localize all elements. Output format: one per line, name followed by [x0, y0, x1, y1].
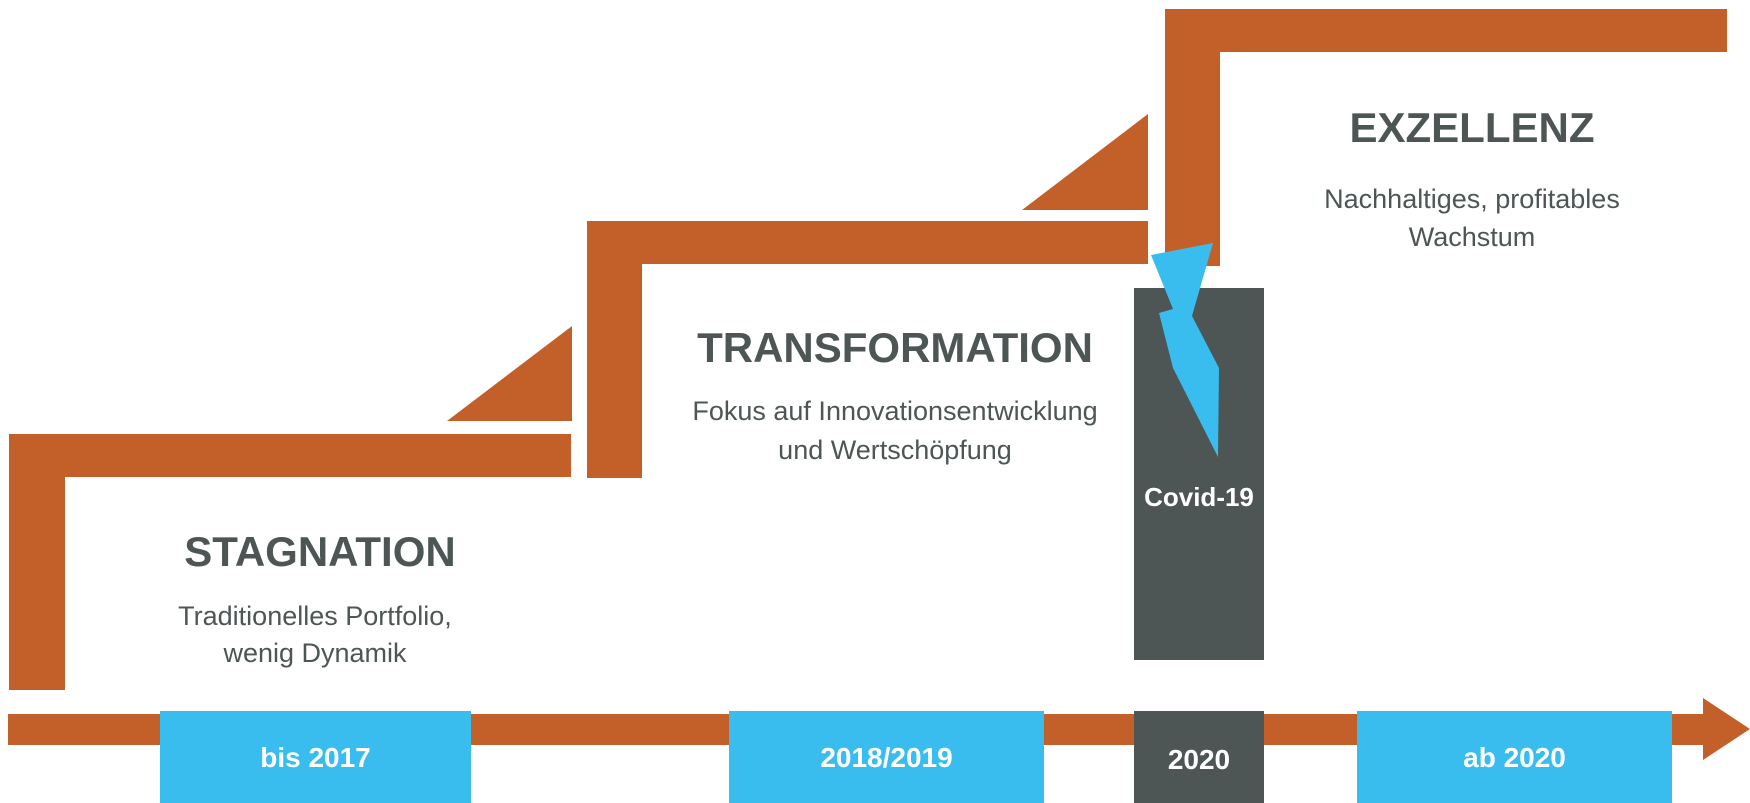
step-stagnation — [9, 434, 571, 690]
lightning-bolt-icon — [1151, 243, 1219, 457]
period-label-2020: 2020 — [1167, 744, 1231, 775]
arrow-right-icon — [1703, 698, 1750, 760]
phase-desc-stagnation-line1: Traditionelles Portfolio, — [178, 601, 452, 631]
period-box-3 — [1357, 711, 1672, 803]
step-exzellenz — [1165, 9, 1727, 266]
phase-title-exzellenz: EXZELLENZ — [1349, 104, 1595, 151]
phase-title-transformation: TRANSFORMATION — [697, 324, 1093, 371]
period-label-ab-2020: ab 2020 — [1463, 742, 1566, 773]
phase-desc-exzellenz-line1: Nachhaltiges, profitables — [1324, 184, 1620, 214]
phase-desc-stagnation-line2: wenig Dynamik — [223, 638, 407, 668]
period-box-2 — [729, 711, 1044, 803]
period-box-1 — [160, 711, 471, 803]
phase-desc-transformation-line1: Fokus auf Innovationsentwicklung — [692, 396, 1098, 426]
period-label-2018-2019: 2018/2019 — [820, 742, 953, 773]
period-box-covid — [1134, 711, 1264, 803]
step-ramp-2 — [1022, 114, 1148, 210]
phase-desc-transformation-line2: und Wertschöpfung — [778, 435, 1012, 465]
step-ramp-1 — [447, 326, 572, 421]
period-label-bis-2017: bis 2017 — [260, 742, 371, 773]
step-transformation — [587, 221, 1148, 478]
phase-title-stagnation: STAGNATION — [184, 528, 456, 575]
phase-desc-exzellenz-line2: Wachstum — [1408, 222, 1536, 252]
covid-label: Covid-19 — [1144, 482, 1254, 512]
